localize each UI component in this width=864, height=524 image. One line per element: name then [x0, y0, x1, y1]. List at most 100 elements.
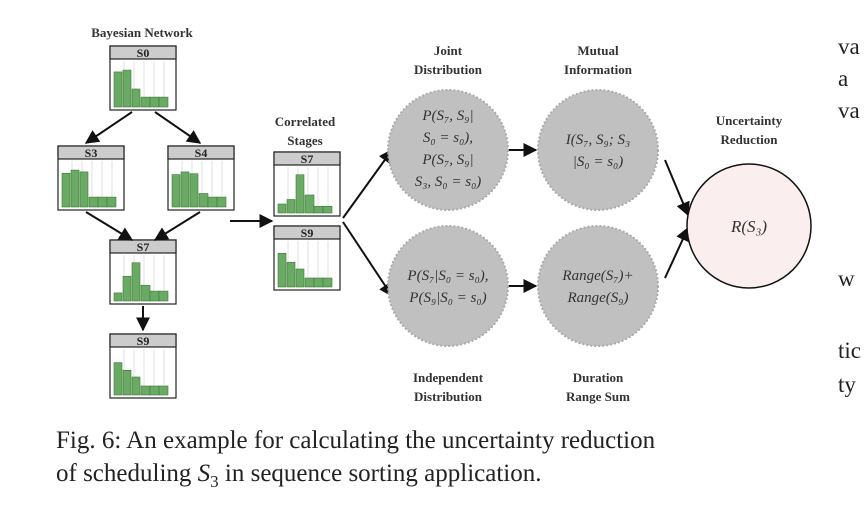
- histogram-s0-header: [109, 45, 177, 60]
- histogram-s7-bar: [122, 275, 132, 302]
- histogram-s9-header: [109, 333, 177, 348]
- histogram-s7-bar: [158, 290, 169, 302]
- edge-correlated-independent: [342, 221, 393, 298]
- correlated-histogram-s7-bar: [322, 205, 333, 214]
- histogram-s9-label: S9: [137, 334, 150, 348]
- caption-line-2: of scheduling S3 in sequence sorting app…: [56, 457, 846, 498]
- joint-line-3: P(S₇, S₉|: [421, 152, 473, 168]
- duration-range-circle: [537, 225, 659, 347]
- histogram-s0-bar: [122, 69, 132, 108]
- histogram-s0-bar: [131, 88, 141, 108]
- side-text-5: tic: [838, 338, 861, 363]
- correlated-label-2: Stages: [287, 133, 322, 148]
- duration-label-2: Range Sum: [566, 389, 630, 404]
- joint-line-2: S₀ = s₀),: [423, 130, 473, 146]
- caption-line-2-end: in sequence sorting application.: [218, 460, 542, 487]
- edge-s0-s3: [84, 111, 133, 144]
- correlated-histogram-s7-bar: [277, 203, 287, 214]
- side-text-4: w: [838, 266, 855, 291]
- mutual-label-2: Information: [564, 62, 633, 77]
- reduction-text: R(S₃): [730, 217, 767, 236]
- histogram-s4-header: [167, 145, 235, 160]
- histogram-s4-bar: [189, 173, 199, 208]
- independent-label-1: Independent: [413, 370, 484, 385]
- histogram-s9-bar: [140, 385, 151, 396]
- histogram-s9-bar: [131, 376, 141, 396]
- independent-label-2: Distribution: [414, 389, 483, 404]
- histogram-s7-bar: [113, 292, 123, 302]
- histogram-s0-bar: [149, 96, 160, 108]
- histogram-s9-bar: [149, 385, 160, 396]
- side-text-3: va: [838, 98, 860, 123]
- histogram-s3-bar: [88, 196, 99, 208]
- histogram-s3-header: [57, 145, 125, 160]
- correlated-histogram-s9: S9: [273, 225, 341, 291]
- edge-s4-s7: [153, 211, 201, 241]
- correlated-histogram-s7-label: S7: [301, 152, 314, 166]
- correlated-histogram-s9-bar: [322, 277, 333, 288]
- joint-distribution-circle: [387, 89, 509, 211]
- caption-sub: 3: [210, 472, 219, 491]
- correlated-histogram-s9-bar: [313, 277, 324, 288]
- histogram-s4-bar: [198, 193, 209, 208]
- correlated-histogram-s9-header: [273, 225, 341, 240]
- correlated-histogram-s9-bar: [304, 277, 315, 288]
- correlated-histogram-s9-label: S9: [301, 226, 314, 240]
- edge-s0-s4: [154, 111, 202, 144]
- histogram-s3-label: S3: [85, 146, 98, 160]
- joint-label-2: Distribution: [414, 62, 483, 77]
- network-edges: [84, 111, 690, 332]
- side-text-2: a: [838, 66, 849, 91]
- correlated-histogram-s7-bar: [313, 205, 324, 214]
- independent-line-2: P(S₉|S₀ = s₀): [408, 290, 486, 306]
- caption-var: S: [197, 460, 211, 487]
- joint-line-4: S₃, S₀ = s₀): [415, 174, 482, 190]
- independent-distribution-circle: [387, 225, 509, 347]
- histogram-s0-bar: [140, 96, 151, 108]
- histogram-s3-bar: [79, 171, 89, 208]
- histogram-s0: S0: [109, 45, 177, 111]
- histogram-s3-bar: [106, 196, 117, 208]
- histogram-s3: S3: [57, 145, 125, 211]
- joint-label-1: Joint: [434, 43, 463, 58]
- edge-mutual-reduction: [664, 159, 690, 217]
- correlated-label-1: Correlated: [275, 114, 336, 129]
- histogram-s7-bar: [131, 262, 141, 302]
- caption-line-1: Fig. 6: An example for calculating the u…: [56, 427, 656, 454]
- independent-line-1: P(S₇|S₀ = s₀),: [406, 268, 488, 284]
- edge-s3-s7: [85, 211, 134, 241]
- histogram-s7-bar: [149, 290, 160, 302]
- histogram-s7: S7: [109, 239, 177, 305]
- correlated-histogram-s7-bar: [295, 174, 305, 214]
- histogram-s9-bar: [113, 362, 123, 396]
- mutual-label-1: Mutual: [577, 43, 619, 58]
- correlated-histogram-s9-bar: [286, 261, 296, 288]
- reduction-label-1: Uncertainty: [716, 113, 783, 128]
- uncertainty-reduction-circle: [686, 163, 812, 289]
- mutual-line-2: |S₀ = s₀): [573, 154, 624, 170]
- bayesian-network-title: Bayesian Network: [91, 25, 193, 40]
- histogram-s0-bar: [158, 96, 169, 108]
- histogram-s7-label: S7: [137, 240, 150, 254]
- histogram-s4-bar: [207, 196, 218, 208]
- side-text-1: va: [838, 34, 860, 59]
- caption-line-2-start: of scheduling: [56, 460, 198, 487]
- histogram-s3-bar: [97, 196, 108, 208]
- correlated-histogram-s7-bar: [304, 194, 315, 214]
- duration-line-2: Range(S₉): [566, 290, 628, 306]
- joint-line-1: P(S₇, S₉|: [421, 108, 473, 124]
- correlated-histogram-s9-bar: [295, 268, 305, 288]
- correlated-histogram-s7: S7: [273, 151, 341, 217]
- histogram-s9-bar: [122, 369, 132, 396]
- histogram-s4-bar: [216, 196, 227, 208]
- edge-correlated-joint: [342, 148, 393, 219]
- correlated-histogram-s7-header: [273, 151, 341, 166]
- reduction-label-2: Reduction: [720, 132, 778, 147]
- histogram-s3-bar: [70, 169, 80, 208]
- histogram-s0-label: S0: [137, 46, 150, 60]
- edge-duration-reduction: [664, 226, 690, 279]
- histogram-s4-bar: [171, 174, 181, 208]
- side-text-6: ty: [838, 372, 856, 397]
- mutual-information-circle: [537, 89, 659, 211]
- histogram-s9: S9: [109, 333, 177, 399]
